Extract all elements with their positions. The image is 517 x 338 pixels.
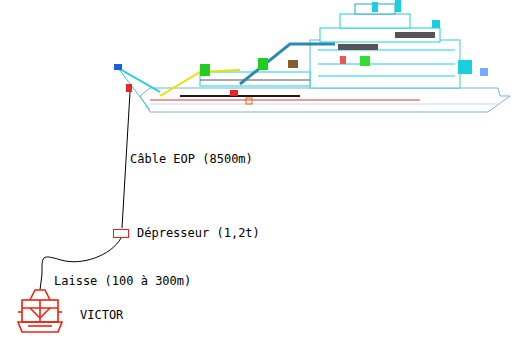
depressor-label: Dépresseur (1,2t) <box>135 226 262 240</box>
depressor-box <box>113 229 129 238</box>
cable-label: Câble EOP (8500m) <box>128 152 255 166</box>
tether-label: Laisse (100 à 300m) <box>52 274 193 288</box>
rov-symbol <box>16 288 64 334</box>
depressor-node: Dépresseur (1,2t) <box>113 226 303 242</box>
rov-node: VICTOR <box>16 288 156 336</box>
rov-label: VICTOR <box>78 308 125 322</box>
